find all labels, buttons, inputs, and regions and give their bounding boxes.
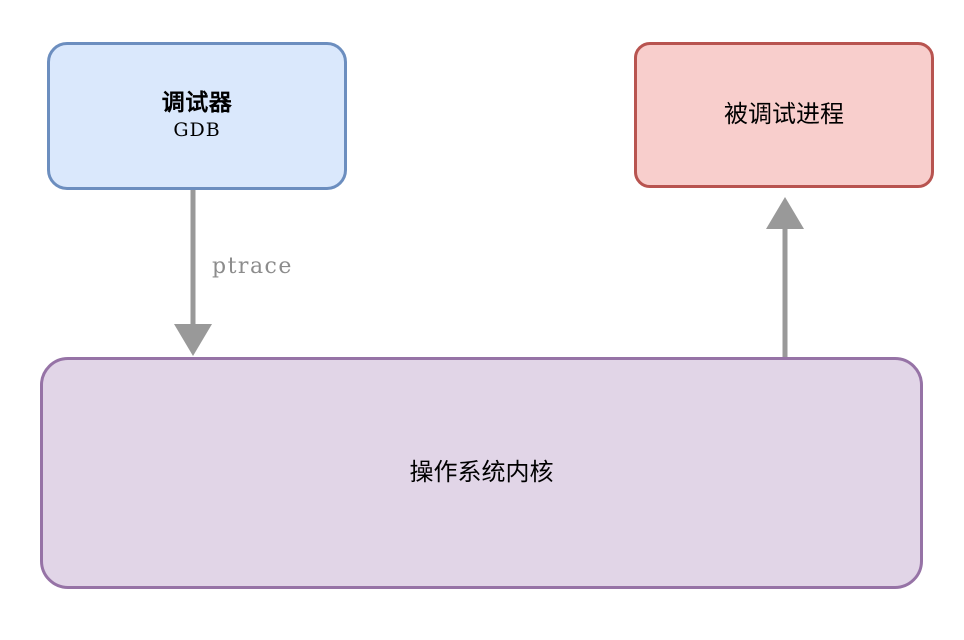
node-debugger-subtitle: GDB [173,118,221,141]
edge-debugger-to-kernel [174,190,212,356]
node-kernel-title: 操作系统内核 [409,458,554,486]
node-debugger[interactable]: 调试器 GDB [47,42,347,190]
arrowhead-down-icon [174,324,212,356]
edge-kernel-to-debuggee [766,197,804,357]
node-debuggee[interactable]: 被调试进程 [634,42,934,188]
node-debuggee-title: 被调试进程 [724,100,844,128]
arrowhead-up-icon [766,197,804,229]
edge-label-ptrace: ptrace [212,254,293,279]
node-debugger-title: 调试器 [161,88,233,115]
node-kernel[interactable]: 操作系统内核 [40,357,923,589]
